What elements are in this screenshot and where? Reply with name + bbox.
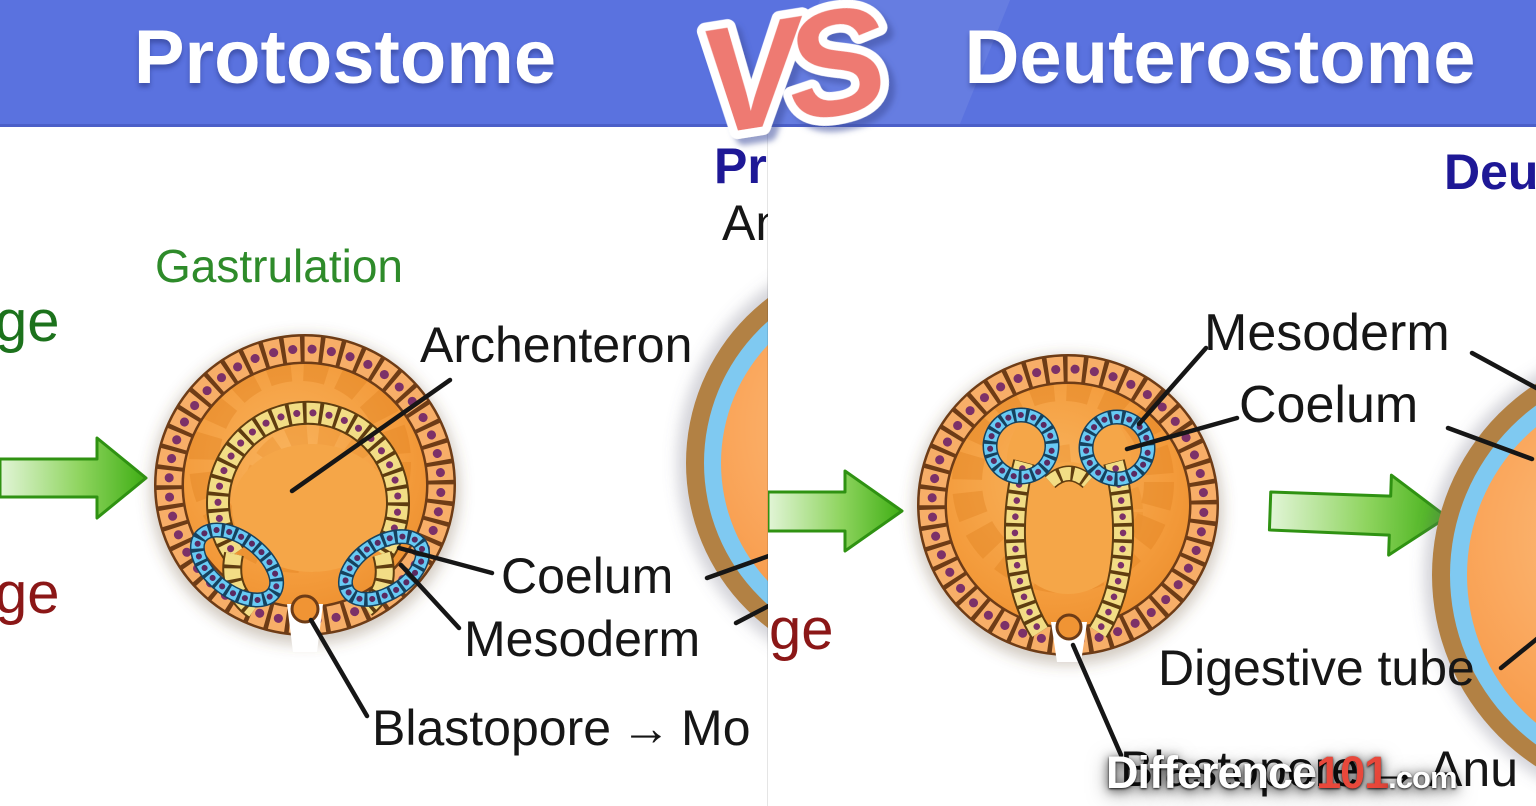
leader-lines-left: [289, 377, 768, 719]
vs-badge: VS: [679, 0, 905, 175]
blastopore-word: Blastopore: [372, 700, 612, 756]
mouth-word-partial: Mo: [681, 700, 751, 756]
stage-label-partial: ge: [769, 597, 834, 662]
deuterostome-diagram-art: [768, 345, 1536, 776]
mesoderm-right-leader-line: [1469, 350, 1536, 391]
mesoderm-label-right: Mesoderm: [1204, 304, 1450, 362]
coelum-leader-line: [1124, 415, 1240, 452]
coelom-pouch-left: [982, 407, 1060, 485]
protostome-diagram-art: [0, 286, 768, 719]
coelum-right-leader-line: [1445, 425, 1535, 462]
growth-arrow-left: [0, 436, 148, 520]
gastrulation-label: Gastrulation: [155, 240, 404, 292]
growth-arrow-right: [1267, 473, 1449, 557]
mesoderm-right-leader-line: [733, 603, 768, 626]
deuterostome-next-stage-embryo-partial: [1424, 374, 1536, 776]
coelom-ring-right: [337, 529, 431, 607]
protostome-heading-partial: Pr: [714, 138, 767, 194]
archenteron-leader-line: [289, 377, 453, 494]
anus-word-partial: Anu: [1429, 741, 1519, 797]
growth-arrow-mid: [768, 469, 904, 553]
deuterostome-gastrula-embryo: [913, 354, 1223, 665]
blastopore-anus-label: Blastopore→Anu: [1120, 744, 1518, 794]
digestive-tube-label: Digestive tube: [1158, 640, 1475, 696]
blastopore-word: Blastopore: [1120, 741, 1360, 797]
mesoderm-leader-line: [398, 562, 462, 631]
vs-text: VS: [688, 0, 897, 167]
panel-seam-divider: [767, 127, 768, 806]
anterior-heading-partial: An: [722, 195, 768, 251]
blastopore-leader-line: [308, 617, 370, 719]
watermark-prefix: Difference: [1106, 747, 1317, 798]
coelom-ring-left: [189, 522, 285, 608]
maps-to-arrow-icon: →: [1369, 741, 1420, 797]
protostome-panel: ge ge Gastrulation Pr An Archenteron Coe…: [0, 138, 768, 753]
digestive-tube-leader-line: [1498, 636, 1536, 671]
deuterostome-heading-partial: Deu: [1444, 144, 1536, 200]
title-banner: Protostome Deuterostome: [0, 0, 1536, 127]
stage-label-bottom-partial: ge: [0, 561, 60, 626]
protostome-gastrula-embryo: [150, 334, 460, 652]
deuterostome-panel: ge Deu Mesoderm Coelum Digestive tube Bl…: [768, 0, 1536, 806]
deuterostome-title: Deuterostome: [964, 15, 1476, 100]
watermark-number: 101: [1316, 747, 1389, 798]
watermark-suffix: .com: [1388, 760, 1457, 795]
leader-lines-right: [1070, 345, 1536, 758]
stage-label-top-partial: ge: [0, 289, 60, 354]
archenteron-label: Archenteron: [420, 317, 693, 373]
mesoderm-label-left: Mesoderm: [464, 611, 701, 667]
blastopore-leader-line: [1070, 642, 1124, 758]
protostome-title: Protostome: [133, 15, 557, 100]
maps-to-arrow-icon: →: [621, 700, 672, 756]
coelum-label-right: Coelum: [1239, 376, 1419, 434]
coelum-right-leader-line: [704, 553, 768, 581]
protostome-next-stage-embryo-partial: [677, 286, 768, 640]
blastopore-mouth-label: Blastopore→Mo: [372, 703, 751, 753]
coelum-leader-line: [396, 545, 495, 576]
watermark: Difference101.com: [1106, 746, 1458, 800]
coelum-label-left: Coelum: [501, 548, 674, 604]
coelom-pouch-right: [1078, 409, 1156, 487]
mesoderm-leader-line: [1136, 345, 1209, 427]
